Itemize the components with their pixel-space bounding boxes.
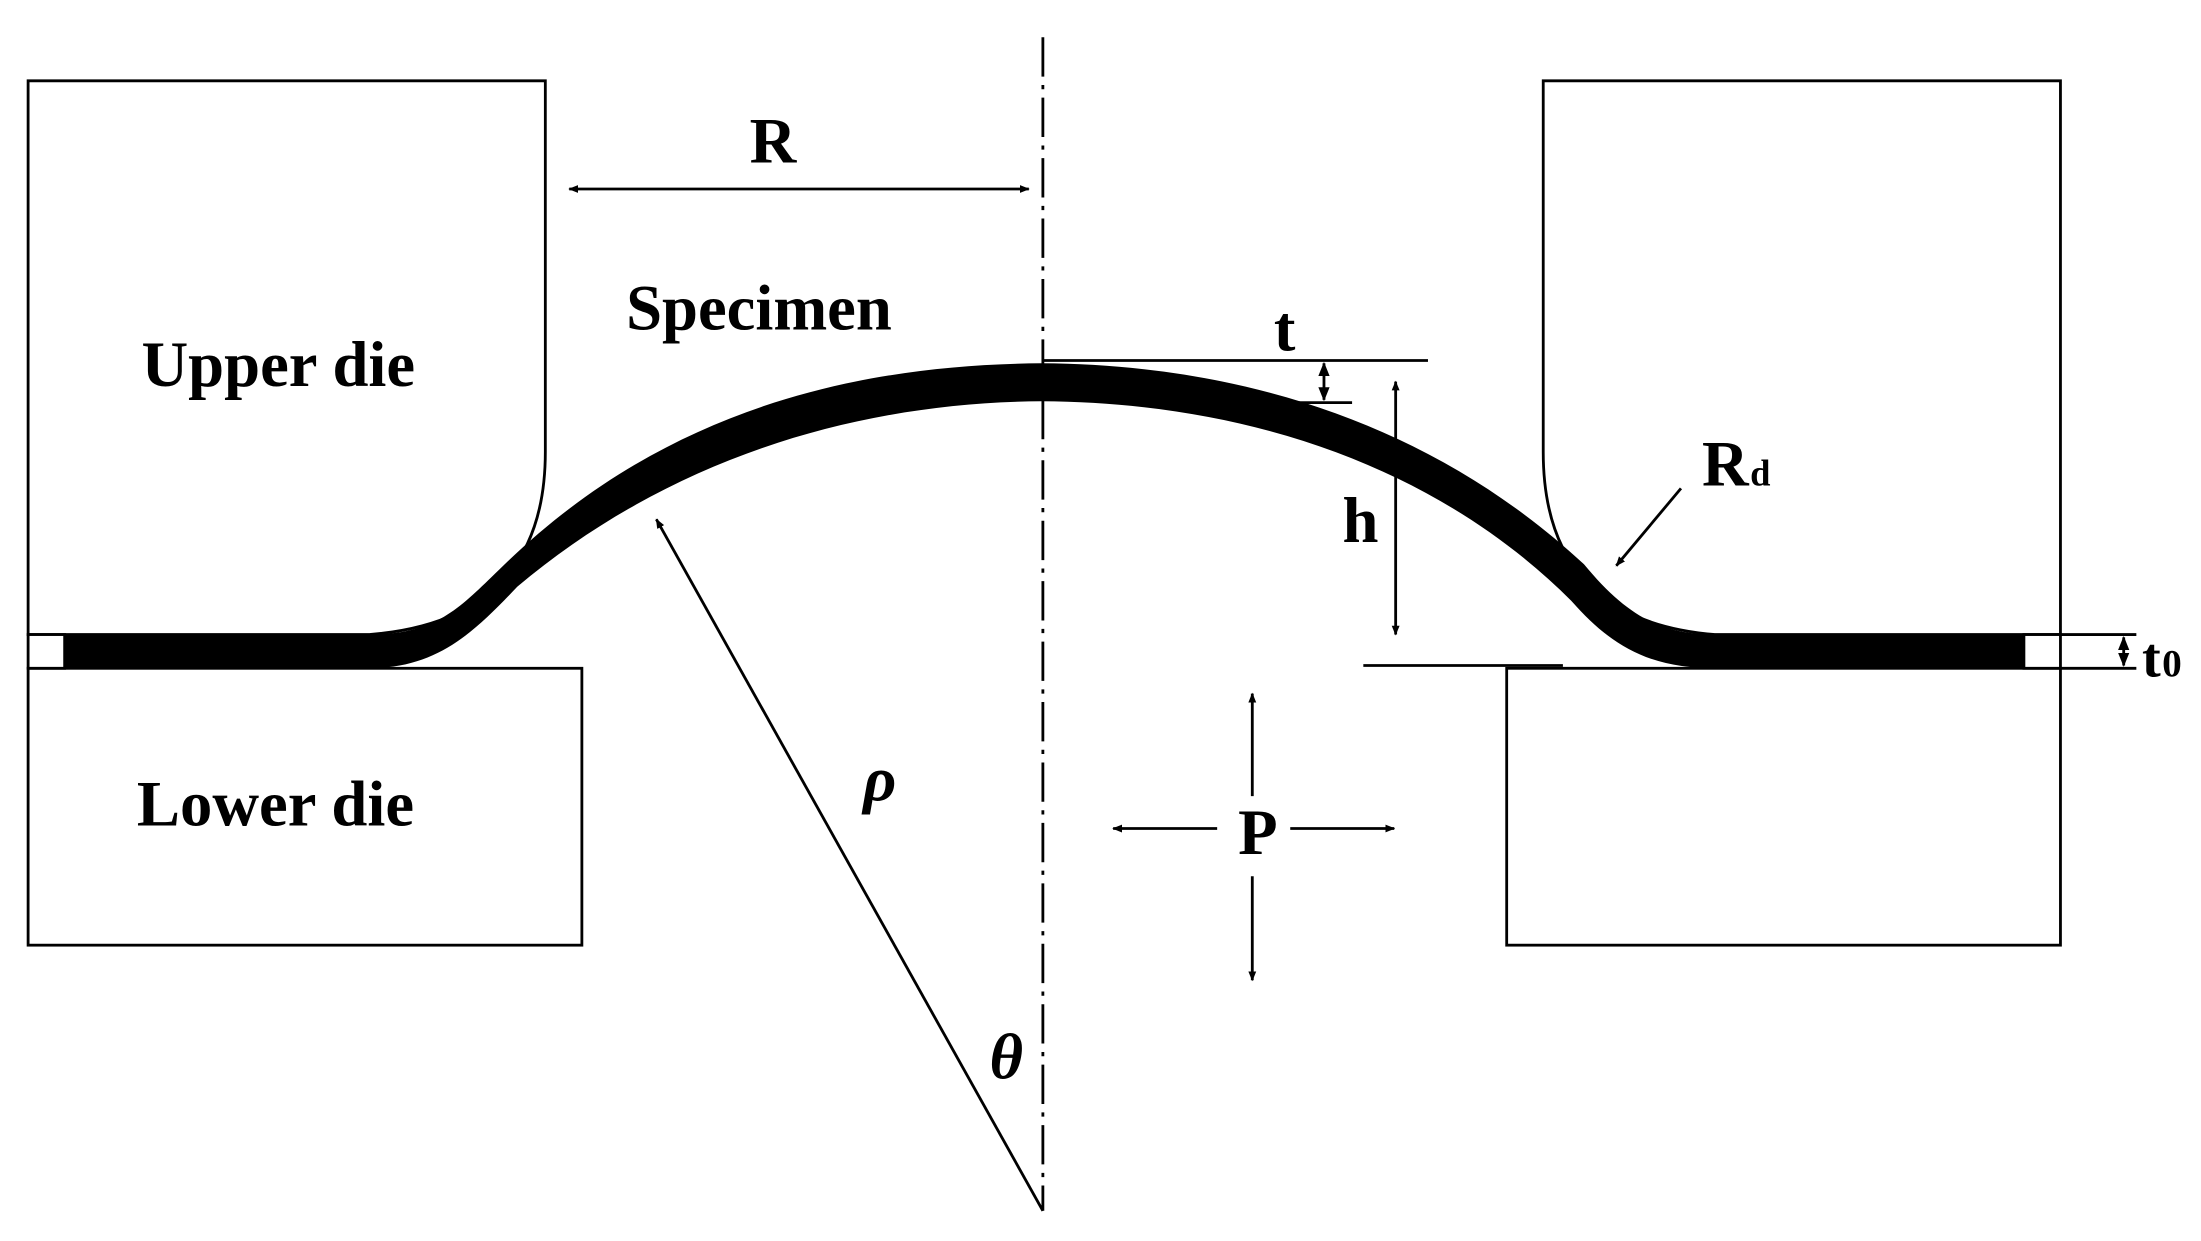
right-flange-gap bbox=[2022, 633, 2062, 670]
thickness-label: t bbox=[1274, 293, 1296, 365]
upper-die-label: Upper die bbox=[142, 328, 416, 400]
lower-die-label: Lower die bbox=[137, 768, 414, 840]
specimen-sheet bbox=[64, 363, 2024, 669]
left-lower-die bbox=[26, 666, 584, 947]
right-upper-die bbox=[1541, 79, 2062, 636]
right-lower-die bbox=[1505, 666, 2062, 947]
rho-label: ρ bbox=[861, 742, 896, 814]
die-radius-leader-arrow bbox=[1615, 487, 1683, 567]
initial-thickness-label: t0 bbox=[2142, 628, 2182, 690]
left-flange-gap bbox=[26, 633, 67, 670]
pressure-label: P bbox=[1238, 796, 1278, 868]
radius-label: R bbox=[750, 104, 798, 176]
rho-radius-arrow bbox=[655, 518, 1045, 1212]
initial-thickness-subscript: 0 bbox=[2162, 642, 2182, 686]
specimen-label: Specimen bbox=[626, 272, 892, 344]
height-label: h bbox=[1343, 484, 1379, 556]
theta-label: θ bbox=[990, 1021, 1024, 1093]
die-radius-subscript: d bbox=[1750, 453, 1770, 494]
die-radius-label: Rd bbox=[1702, 428, 1770, 500]
initial-thickness-main: t bbox=[2142, 628, 2161, 690]
die-radius-main: R bbox=[1702, 428, 1750, 500]
